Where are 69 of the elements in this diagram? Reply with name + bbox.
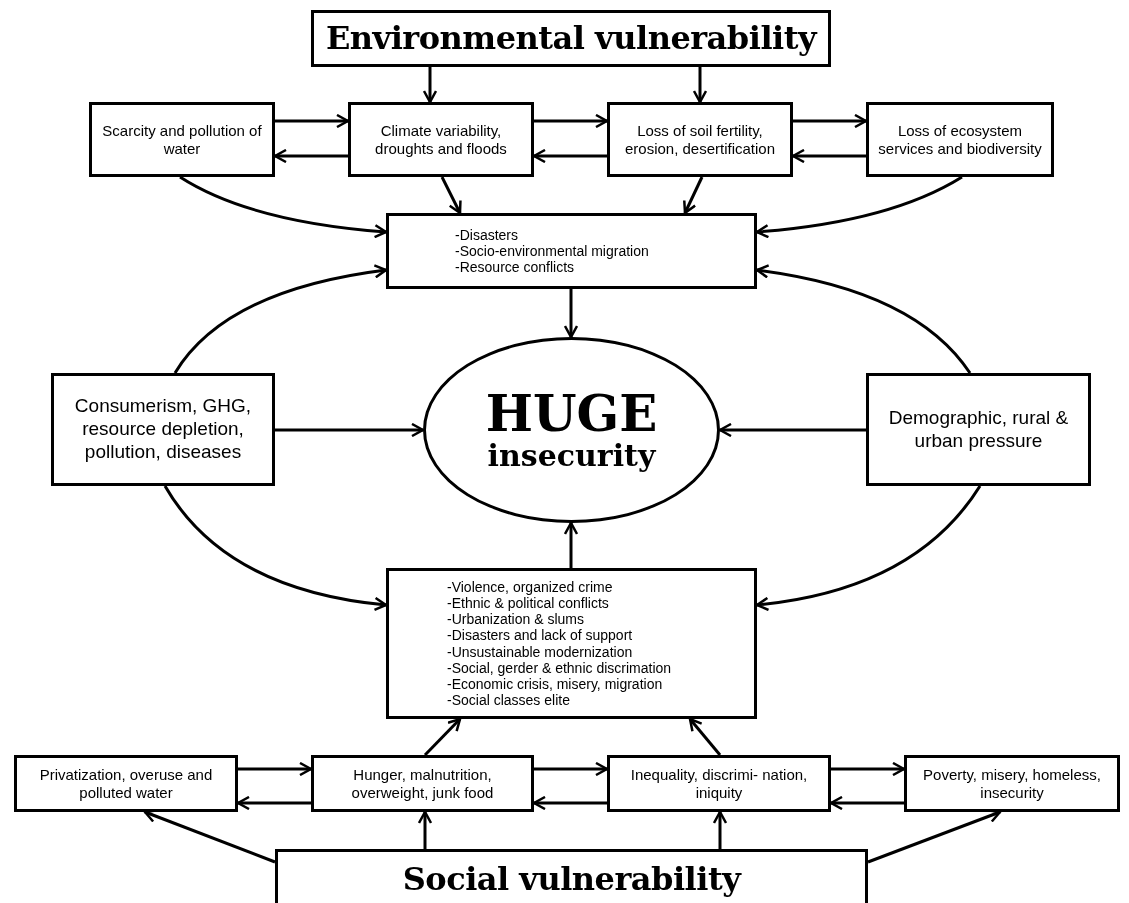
arrow bbox=[683, 176, 704, 215]
list-box bbox=[386, 568, 757, 719]
arrow bbox=[238, 761, 313, 777]
list-item: -Disasters bbox=[455, 226, 518, 243]
title-box bbox=[311, 10, 831, 67]
list-item: -Disasters and lack of support bbox=[447, 627, 633, 644]
arrow bbox=[534, 113, 609, 129]
arrow bbox=[829, 795, 904, 811]
process-box bbox=[51, 373, 275, 486]
box-label: Hunger, malnutrition, overweight, junk food bbox=[350, 765, 495, 802]
arrow bbox=[755, 485, 982, 611]
process-box bbox=[89, 102, 275, 177]
list-item: -Violence, organized crime bbox=[447, 579, 613, 596]
arrow bbox=[831, 761, 906, 777]
box-label: Loss of ecosystem services and biodiversity bbox=[877, 121, 1043, 158]
process-box bbox=[904, 755, 1120, 812]
process-box bbox=[866, 102, 1054, 177]
box-label: Environmental vulnerability bbox=[325, 19, 817, 58]
box-label: Poverty, misery, homeless, insecurity bbox=[922, 765, 1102, 802]
process-box bbox=[866, 373, 1091, 486]
box-label: Consumerism, GHG, resource depletion, pollution, diseases bbox=[73, 395, 253, 464]
arrow bbox=[275, 422, 425, 438]
arrow bbox=[534, 761, 609, 777]
list-item: -Socio-environmental migration bbox=[455, 242, 649, 260]
arrow bbox=[417, 810, 433, 849]
arrow bbox=[688, 717, 722, 756]
list-item: -Ethnic & political conflicts bbox=[447, 595, 609, 612]
process-box bbox=[607, 102, 793, 177]
box-label: Social vulnerability bbox=[402, 859, 741, 899]
arrow bbox=[275, 113, 350, 129]
arrow bbox=[236, 795, 311, 811]
box-label: Demographic, rural & urban pressure bbox=[887, 406, 1070, 453]
arrow bbox=[173, 264, 388, 374]
heading-text: HUGE bbox=[485, 388, 658, 439]
process-box bbox=[607, 755, 831, 812]
arrow bbox=[718, 422, 866, 438]
list-item: -Social, gerder & ethnic discrimation bbox=[447, 659, 672, 676]
title-box bbox=[275, 849, 868, 903]
subheading-text: insecurity bbox=[487, 438, 656, 472]
arrow bbox=[532, 795, 607, 811]
arrow bbox=[273, 148, 348, 164]
box-label: Privatization, overuse and polluted water bbox=[38, 765, 214, 802]
arrow bbox=[563, 289, 579, 339]
list-item: -Unsustainable modernization bbox=[447, 643, 633, 660]
process-box bbox=[311, 755, 534, 812]
arrow bbox=[793, 113, 868, 129]
process-box bbox=[14, 755, 238, 812]
box-label: Loss of soil fertility, erosion, desertification bbox=[623, 121, 777, 158]
arrow bbox=[423, 717, 462, 757]
box-label: Climate variability, droughts and floods bbox=[374, 121, 508, 158]
arrow bbox=[791, 148, 866, 164]
arrow bbox=[422, 67, 438, 104]
list-item: -Social classes elite bbox=[447, 691, 570, 708]
box-label: Inequality, discrimi- nation, iniquity bbox=[629, 765, 809, 802]
list-box bbox=[386, 213, 757, 289]
box-label: Scarcity and pollution of water bbox=[101, 121, 263, 158]
process-box bbox=[348, 102, 534, 177]
arrow bbox=[179, 175, 388, 239]
arrow bbox=[755, 175, 963, 239]
arrow bbox=[532, 148, 607, 164]
arrow bbox=[712, 810, 728, 849]
list-item: -Urbanization & slums bbox=[447, 611, 584, 628]
list-item: -Economic crisis, misery, migration bbox=[447, 675, 663, 692]
list-item: -Resource conflicts bbox=[455, 259, 575, 276]
arrow bbox=[692, 67, 708, 104]
arrow bbox=[755, 264, 972, 374]
arrow bbox=[163, 485, 388, 611]
arrow bbox=[563, 521, 579, 568]
arrow bbox=[440, 176, 462, 215]
